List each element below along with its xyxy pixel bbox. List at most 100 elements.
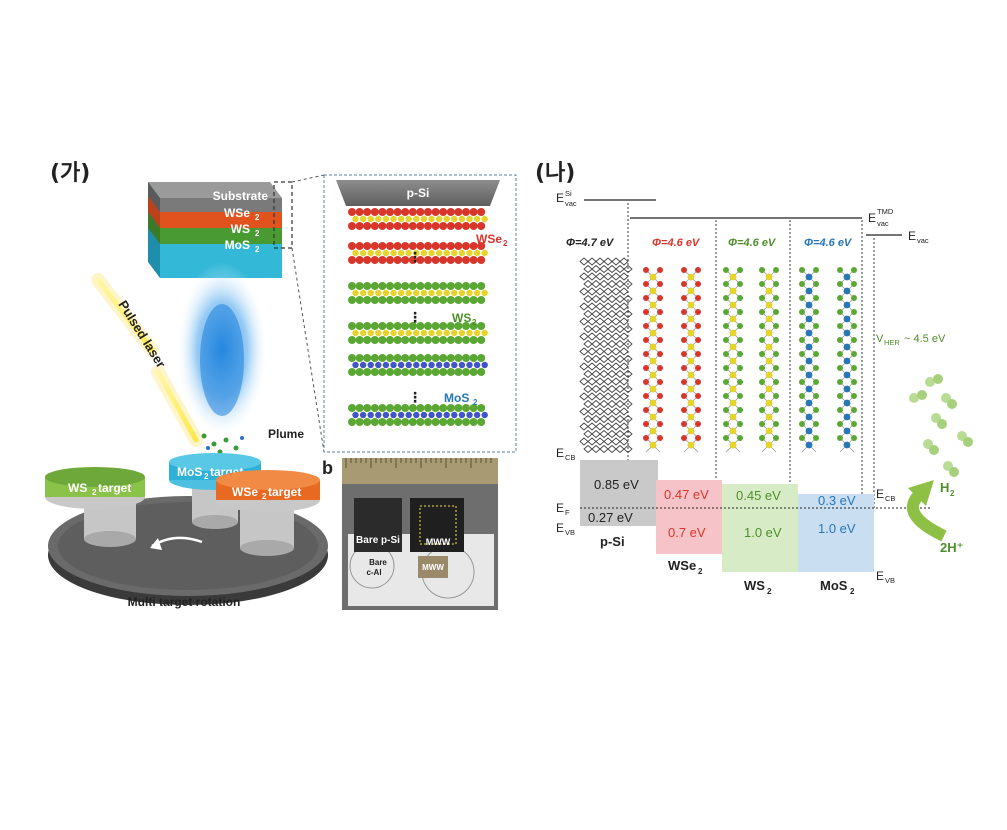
ws2-vb-block <box>722 508 798 572</box>
svg-text:E: E <box>556 521 564 535</box>
svg-text:CB: CB <box>565 453 575 462</box>
stack-wse2-label: WSe <box>224 206 250 220</box>
svg-text:0.27 eV: 0.27 eV <box>588 510 633 525</box>
detail-mos2-label: MoS <box>444 391 469 405</box>
svg-text:VB: VB <box>885 576 895 585</box>
stack-mos2-label: MoS <box>225 238 250 252</box>
zoom-box <box>273 181 293 249</box>
svg-text:TMD: TMD <box>877 207 894 216</box>
psi-block <box>336 180 500 206</box>
svg-text:vac: vac <box>917 236 929 245</box>
wse2-target-label: WSe <box>232 485 258 499</box>
phi-wse2: Φ=4.6 eV <box>652 237 701 249</box>
atom-layer-ws2-1 <box>348 282 488 304</box>
detail-ws2-label: WS <box>452 311 471 325</box>
wse2-vb-block <box>656 508 722 554</box>
vher-label: V <box>876 333 884 345</box>
band-diagram: E vac Si E vac TMD E vac Φ=4.7 eV Φ=4.6 … <box>556 189 973 596</box>
svg-text:Bare: Bare <box>369 558 387 567</box>
stack-substrate-label: Substrate <box>213 189 269 203</box>
mos2-name: MoS <box>820 578 848 593</box>
svg-text:0.45 eV: 0.45 eV <box>736 488 781 503</box>
stack-ws2-sub: 2 <box>255 229 260 238</box>
svg-text:E: E <box>556 446 564 460</box>
svg-text:2: 2 <box>850 587 855 596</box>
svg-text:⋮: ⋮ <box>408 309 422 325</box>
sample-photo: Bare p-Si MWW Bare c-Al MWW <box>342 458 498 610</box>
panel-label-photo: b <box>322 458 333 478</box>
phi-psi: Φ=4.7 eV <box>566 237 615 249</box>
psi-vb-block <box>580 508 658 526</box>
atom-layer-mos2-1 <box>348 354 488 376</box>
detail-psi-label: p-Si <box>407 186 430 200</box>
svg-text:2: 2 <box>698 567 703 576</box>
mos2-lattice-2 <box>837 267 857 453</box>
svg-text:2: 2 <box>473 398 478 407</box>
svg-text:0.85 eV: 0.85 eV <box>594 477 639 492</box>
svg-text:0.3 eV: 0.3 eV <box>818 493 856 508</box>
mos2-layer <box>160 244 282 260</box>
svg-text:Bare p-Si: Bare p-Si <box>356 535 400 546</box>
ws2-cb-block <box>722 484 798 508</box>
phi-ws2: Φ=4.6 eV <box>728 237 777 249</box>
ws2-lattice-2 <box>759 267 779 453</box>
svg-text:c-Al: c-Al <box>366 568 381 577</box>
plume: Plume <box>176 262 304 458</box>
target-carousel: WS 2 target MoS 2 target WSe 2 target Mu… <box>45 453 328 609</box>
wse2-lattice-1 <box>643 267 663 453</box>
svg-text:VB: VB <box>565 528 575 537</box>
ws2-layer <box>160 228 282 244</box>
ws2-lattice-1 <box>723 267 743 453</box>
pulsed-laser-label: Pulsed laser <box>115 298 168 371</box>
svg-text:2: 2 <box>950 489 955 498</box>
svg-text:2: 2 <box>767 587 772 596</box>
psi-name: p-Si <box>600 534 625 549</box>
svg-text:MWW: MWW <box>422 563 444 572</box>
mos2-lattice-1 <box>799 267 819 453</box>
svg-text:2: 2 <box>472 318 477 327</box>
phi-mos2: Φ=4.6 eV <box>804 237 853 249</box>
her-arrow <box>906 489 947 542</box>
svg-text:E: E <box>556 501 564 515</box>
atom-layer-mos2-2 <box>348 404 488 426</box>
atomic-detail-panel: p-Si WSe 2 WS 2 MoS 2 ⋮ ⋮ ⋮ <box>323 174 517 453</box>
wse2-cb-block <box>656 480 722 508</box>
svg-text:vac: vac <box>877 219 889 228</box>
h2-label: H <box>940 480 949 495</box>
svg-text:⋮: ⋮ <box>408 249 422 265</box>
svg-text:HER: HER <box>884 338 900 347</box>
svg-text:E: E <box>876 487 884 501</box>
stack-wse2-sub: 2 <box>255 213 260 222</box>
hydrogen-molecules <box>909 374 973 477</box>
svg-text:target: target <box>98 481 131 495</box>
svg-text:1.0 eV: 1.0 eV <box>818 521 856 536</box>
svg-text:0.47 eV: 0.47 eV <box>664 487 709 502</box>
wse2-layer <box>160 212 282 228</box>
mos2-cb-block <box>798 494 874 508</box>
wse2-name: WSe <box>668 558 696 573</box>
mww-psi-sample <box>410 498 464 552</box>
svg-text:E: E <box>868 211 876 225</box>
bare-psi-sample <box>354 498 402 552</box>
proton-label: 2H⁺ <box>940 540 963 555</box>
svg-text:2: 2 <box>503 239 508 248</box>
ws2-target-label: WS <box>68 481 87 495</box>
svg-text:E: E <box>908 229 916 243</box>
ws2-name: WS <box>744 578 765 593</box>
svg-text:MWW: MWW <box>426 537 451 547</box>
detail-wse2-label: WSe <box>476 232 502 246</box>
mos2-target-label: MoS <box>177 465 202 479</box>
svg-text:2: 2 <box>204 472 209 481</box>
svg-text:E: E <box>556 191 564 205</box>
svg-text:F: F <box>565 508 570 517</box>
svg-text:⋮: ⋮ <box>408 389 422 405</box>
panel-label-right: (나) <box>535 161 575 186</box>
plume-label: Plume <box>268 427 304 441</box>
stack-mos2-sub: 2 <box>255 245 260 254</box>
rotation-label: Multi target rotation <box>128 595 241 609</box>
svg-text:CB: CB <box>885 494 895 503</box>
atom-layer-wse2-2 <box>348 242 488 264</box>
svg-text:E: E <box>876 569 884 583</box>
stack-ws2-label: WS <box>231 222 250 236</box>
